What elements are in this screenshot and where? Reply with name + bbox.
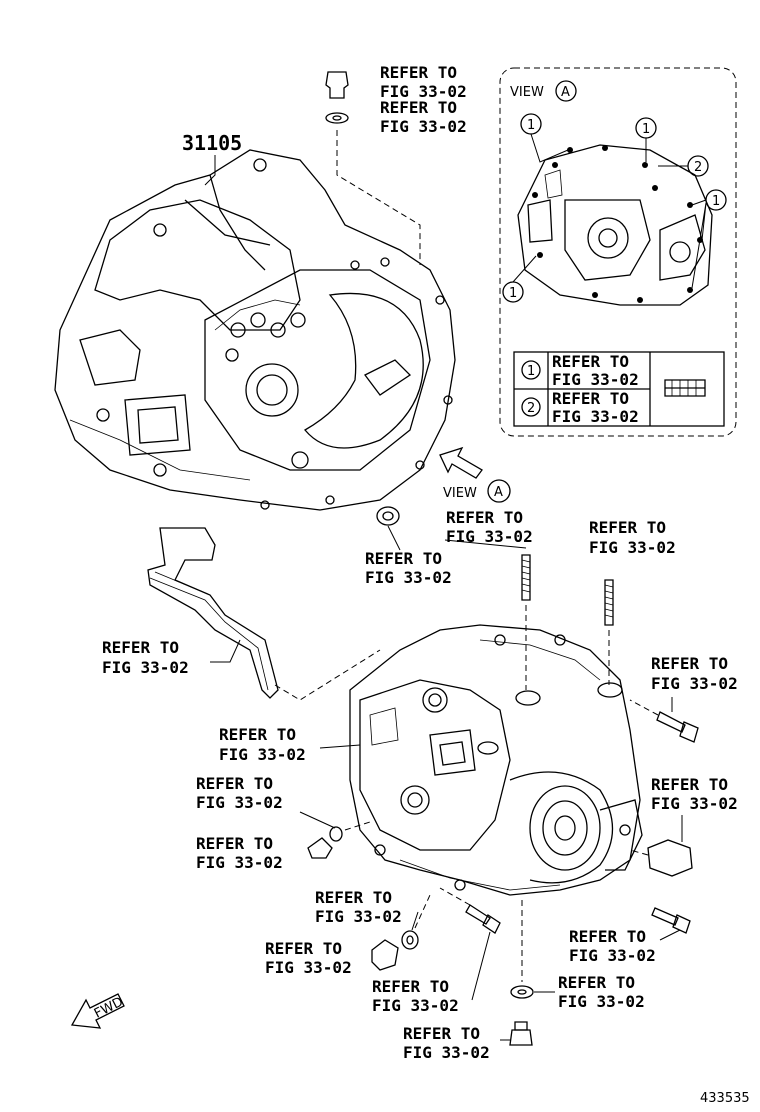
drain-plug-bottom-icon <box>509 1021 533 1046</box>
svg-text:FIG 33-02: FIG 33-02 <box>651 674 738 693</box>
svg-text:REFER TO: REFER TO <box>403 1024 480 1043</box>
drain-plug-top-icon <box>325 71 349 124</box>
svg-text:REFER TO: REFER TO <box>446 508 523 527</box>
callout-plug-bottom-left: REFER TO FIG 33-02 <box>265 939 352 977</box>
svg-text:REFER TO: REFER TO <box>265 939 342 958</box>
diagram-id: 433535 <box>700 1091 750 1106</box>
svg-text:FIG 33-02: FIG 33-02 <box>196 853 283 872</box>
callout-plug-left: REFER TO FIG 33-02 <box>196 834 283 872</box>
callout-bolt-bottom-right: REFER TO FIG 33-02 <box>569 927 656 965</box>
stud-bolt-center-icon <box>521 554 531 601</box>
legend-1-line2: FIG 33-02 <box>552 370 639 389</box>
svg-text:REFER TO: REFER TO <box>651 654 728 673</box>
callout-plug-washer: REFER TO FIG 33-02 <box>196 774 283 812</box>
callout-cover-plate: REFER TO FIG 33-02 <box>651 775 738 813</box>
legend-num-2: 2 <box>527 401 535 416</box>
svg-text:FIG 33-02: FIG 33-02 <box>380 117 467 136</box>
baffle-plate-illustration <box>147 527 279 699</box>
callout-case-left: REFER TO FIG 33-02 <box>219 725 306 764</box>
inset-view-letter: A <box>561 85 570 100</box>
fwd-arrow-icon <box>70 993 125 1029</box>
svg-text:FIG 33-02: FIG 33-02 <box>372 996 459 1015</box>
callout-gasket: REFER TO FIG 33-02 <box>365 549 452 587</box>
svg-text:REFER TO: REFER TO <box>589 518 666 537</box>
transmission-case-illustration <box>349 624 643 896</box>
callout-stud-right: REFER TO FIG 33-02 <box>589 518 676 557</box>
part-number-label: 31105 <box>182 131 242 155</box>
inset-callout-1d: 1 <box>502 255 537 303</box>
svg-text:REFER TO: REFER TO <box>380 98 457 117</box>
legend-num-1: 1 <box>527 364 535 379</box>
svg-text:REFER TO: REFER TO <box>365 549 442 568</box>
svg-text:FIG 33-02: FIG 33-02 <box>102 658 189 677</box>
svg-text:REFER TO: REFER TO <box>380 63 457 82</box>
fwd-label: FWD <box>92 995 126 1022</box>
svg-text:REFER TO: REFER TO <box>196 774 273 793</box>
bolt-right-icon <box>656 711 699 743</box>
callout-baffle: REFER TO FIG 33-02 <box>102 638 189 677</box>
view-a-inset <box>499 67 737 437</box>
callout-washer-bottom: REFER TO FIG 33-02 <box>558 973 645 1011</box>
inset-callout-1c: 1 <box>691 189 727 289</box>
svg-text:2: 2 <box>694 160 702 175</box>
view-label: VIEW <box>443 486 477 501</box>
legend-2-line2: FIG 33-02 <box>552 407 639 426</box>
svg-text:FIG 33-02: FIG 33-02 <box>651 794 738 813</box>
svg-text:FIG 33-02: FIG 33-02 <box>403 1043 490 1062</box>
svg-text:REFER TO: REFER TO <box>372 977 449 996</box>
inset-view-label: VIEW <box>510 85 544 100</box>
inset-callout-2: 2 <box>658 155 709 177</box>
gasket-ring-icon <box>376 506 400 526</box>
svg-text:REFER TO: REFER TO <box>102 638 179 657</box>
callout-washer-lower: REFER TO FIG 33-02 <box>315 888 402 926</box>
plug-left-icon <box>307 826 343 859</box>
svg-text:FIG 33-02: FIG 33-02 <box>558 992 645 1011</box>
svg-text:FIG 33-02: FIG 33-02 <box>380 82 467 101</box>
plug-bottom-left-icon <box>371 930 419 971</box>
bolt-bottom-right-icon <box>651 907 691 934</box>
transmission-housing-illustration <box>54 149 456 511</box>
svg-text:REFER TO: REFER TO <box>196 834 273 853</box>
inset-callout-1a: 1 <box>520 113 569 163</box>
svg-text:FIG 33-02: FIG 33-02 <box>589 538 676 557</box>
bolt-bottom-icon <box>465 904 501 934</box>
svg-text:REFER TO: REFER TO <box>651 775 728 794</box>
callout-stud-center: REFER TO FIG 33-02 <box>446 508 533 546</box>
svg-text:REFER TO: REFER TO <box>315 888 392 907</box>
cover-plate-icon <box>647 839 693 877</box>
inset-callout-1b: 1 <box>635 117 657 162</box>
svg-text:REFER TO: REFER TO <box>569 927 646 946</box>
svg-text:REFER TO: REFER TO <box>219 725 296 744</box>
callout-drain-plug-bottom: REFER TO FIG 33-02 <box>403 1024 490 1062</box>
washer-bottom-icon <box>510 985 534 999</box>
svg-text:REFER TO: REFER TO <box>558 973 635 992</box>
svg-text:FIG 33-02: FIG 33-02 <box>219 745 306 764</box>
legend-table <box>513 351 725 427</box>
svg-text:FIG 33-02: FIG 33-02 <box>365 568 452 587</box>
view-arrow-icon <box>439 446 483 479</box>
svg-text:1: 1 <box>712 194 720 209</box>
svg-text:1: 1 <box>527 118 535 133</box>
legend-1-line1: REFER TO <box>552 352 629 371</box>
legend-2-line1: REFER TO <box>552 389 629 408</box>
svg-text:FIG 33-02: FIG 33-02 <box>196 793 283 812</box>
svg-text:1: 1 <box>642 122 650 137</box>
svg-text:FIG 33-02: FIG 33-02 <box>315 907 402 926</box>
callout-bolt-right: REFER TO FIG 33-02 <box>651 654 738 693</box>
callout-top-plug: REFER TO FIG 33-02 <box>380 63 467 101</box>
callout-top-washer: REFER TO FIG 33-02 <box>380 98 467 136</box>
svg-text:FIG 33-02: FIG 33-02 <box>446 527 533 546</box>
view-letter: A <box>494 485 503 500</box>
stud-bolt-right-icon <box>604 579 614 626</box>
svg-text:FIG 33-02: FIG 33-02 <box>265 958 352 977</box>
svg-text:FIG 33-02: FIG 33-02 <box>569 946 656 965</box>
callout-bolt-bottom: REFER TO FIG 33-02 <box>372 977 459 1015</box>
svg-text:1: 1 <box>509 286 517 301</box>
